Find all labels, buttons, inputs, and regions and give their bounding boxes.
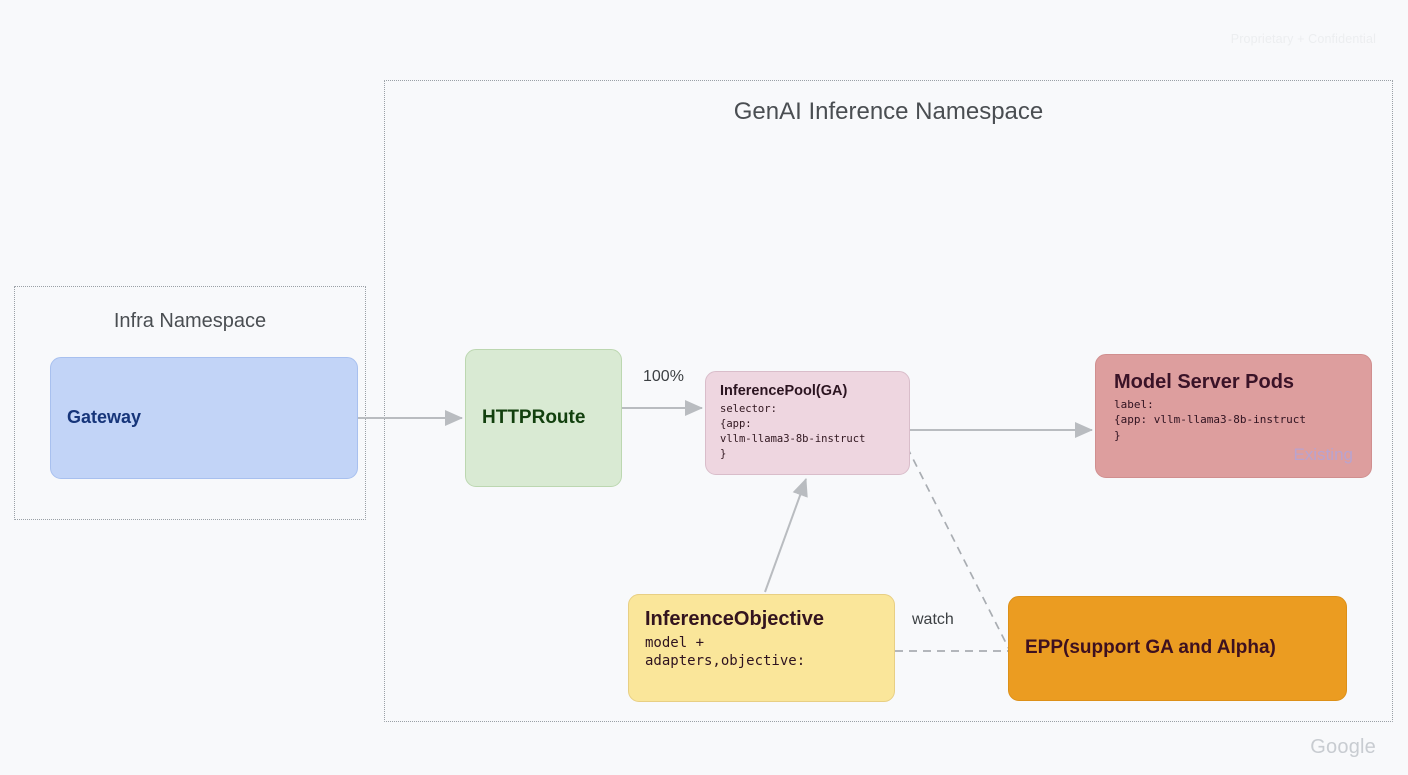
- node-inference-objective-body: model + adapters,objective:: [645, 634, 806, 670]
- node-inferencepool[interactable]: InferencePool(GA) selector: {app: vllm-l…: [705, 371, 910, 475]
- node-gateway[interactable]: Gateway: [50, 357, 358, 479]
- existing-badge: Existing: [1293, 445, 1353, 464]
- node-model-server-pods-title: Model Server Pods: [1114, 371, 1295, 393]
- infra-namespace-boundary: [14, 286, 366, 520]
- node-inferencepool-title: InferencePool(GA): [720, 383, 848, 399]
- node-epp[interactable]: EPP(support GA and Alpha): [1008, 596, 1347, 701]
- edge-label-watch: watch: [912, 611, 954, 628]
- genai-namespace-boundary: [384, 80, 1393, 722]
- node-inference-objective-title: InferenceObjective: [645, 608, 824, 630]
- proprietary-confidential-watermark: Proprietary + Confidential: [1230, 32, 1376, 46]
- node-inference-objective[interactable]: InferenceObjective model + adapters,obje…: [628, 594, 895, 702]
- edge-label-traffic-weight: 100%: [643, 368, 684, 385]
- node-model-server-pods[interactable]: Model Server Pods label: {app: vllm-llam…: [1095, 354, 1372, 478]
- genai-namespace-title: GenAI Inference Namespace: [733, 98, 1044, 125]
- node-epp-title: EPP(support GA and Alpha): [1025, 637, 1276, 659]
- node-httproute[interactable]: HTTPRoute: [465, 349, 622, 487]
- node-gateway-title: Gateway: [67, 407, 142, 428]
- node-httproute-title: HTTPRoute: [482, 406, 586, 428]
- infra-namespace-title: Infra Namespace: [113, 310, 267, 332]
- node-inferencepool-body: selector: {app: vllm-llama3-8b-instruct …: [720, 403, 866, 460]
- node-model-server-pods-body: label: {app: vllm-llama3-8b-instruct }: [1114, 397, 1307, 442]
- google-logo-watermark: Google: [1310, 736, 1376, 758]
